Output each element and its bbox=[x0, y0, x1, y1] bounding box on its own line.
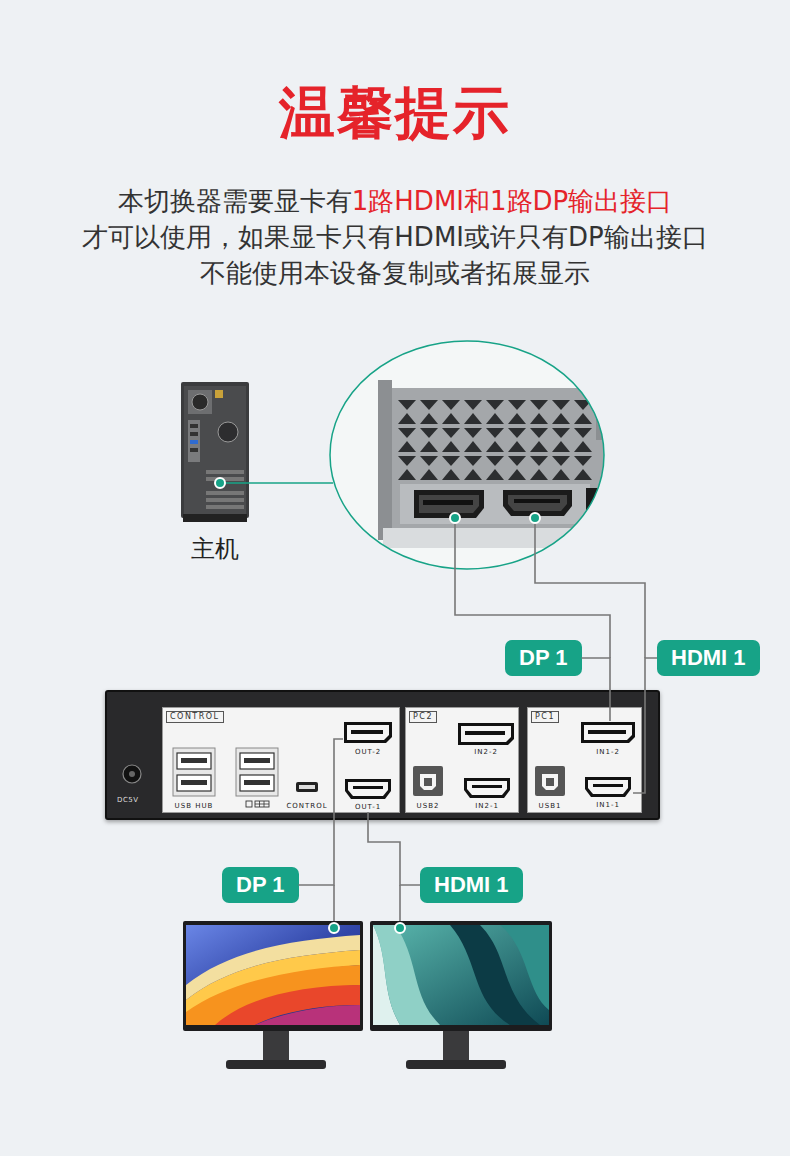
panel-tab: PC2 bbox=[409, 711, 437, 723]
port-panel: PC2IN2-2USB2 IN2-1 bbox=[405, 707, 519, 813]
port-label: IN2-1 bbox=[475, 802, 499, 811]
pc-tower bbox=[181, 382, 249, 522]
cable bbox=[334, 518, 645, 928]
hdmi-port: IN1-1 bbox=[583, 776, 633, 810]
port-panel: PC1IN1-2IN1-1USB1 bbox=[527, 707, 642, 813]
note-line: 不能使用本设备复制或者拓展显示 bbox=[0, 256, 790, 290]
title: 温馨提示 bbox=[0, 78, 790, 148]
badge-text: DP 1 bbox=[519, 640, 568, 676]
panel-tab: CONTROL bbox=[166, 711, 224, 723]
signal-badge: DP 1 bbox=[505, 640, 582, 676]
badge-text: HDMI 1 bbox=[434, 867, 509, 903]
port-label: IN1-1 bbox=[575, 801, 641, 810]
note-line: 本切换器需要显卡有1路HDMI和1路DP输出接口 bbox=[0, 184, 790, 218]
dp-port: IN1-2 bbox=[580, 721, 636, 757]
note-text: 不能使用本设备复制或者拓展显示 bbox=[200, 258, 590, 288]
port-label: USB1 bbox=[539, 802, 562, 811]
power-label: DC5V bbox=[117, 796, 139, 805]
host-computer: 主机 bbox=[176, 378, 254, 570]
port-label: IN1-2 bbox=[572, 748, 644, 757]
signal-badge: DP 1 bbox=[222, 867, 299, 903]
port-icon bbox=[343, 721, 393, 745]
panel-tab: PC1 bbox=[531, 711, 559, 723]
note-text: 才可以使用，如果显卡只有HDMI或许只有DP输出接口 bbox=[82, 222, 707, 252]
port-label: IN2-2 bbox=[474, 748, 498, 757]
port-panel: CONTROLOUT-2OUT-1USB HUBCONTROL bbox=[162, 707, 400, 813]
signal-badge: HDMI 1 bbox=[657, 640, 760, 676]
kvm-switch: DC5VCONTROLOUT-2OUT-1USB HUBCONTROLPC2IN… bbox=[105, 690, 660, 820]
monitor bbox=[370, 921, 552, 1069]
port-icon bbox=[580, 721, 636, 745]
dp-port: OUT-2 bbox=[343, 721, 393, 757]
port-label: USB2 bbox=[417, 802, 440, 811]
marker-dot bbox=[215, 478, 225, 488]
host-label: 主机 bbox=[176, 534, 254, 564]
marker-dot bbox=[450, 513, 460, 523]
port-label: OUT-2 bbox=[335, 748, 401, 757]
port-label: OUT-1 bbox=[335, 803, 401, 812]
port-label: USB HUB bbox=[175, 802, 214, 811]
marker-dot bbox=[329, 923, 339, 933]
marker-dot bbox=[530, 513, 540, 523]
signal-badge: HDMI 1 bbox=[420, 867, 523, 903]
gpu-zoom bbox=[330, 340, 611, 570]
port-icon bbox=[583, 776, 633, 800]
note-line: 才可以使用，如果显卡只有HDMI或许只有DP输出接口 bbox=[0, 220, 790, 254]
badge-text: HDMI 1 bbox=[671, 640, 746, 676]
note-text: 本切换器需要显卡有 bbox=[118, 186, 352, 216]
port-icon bbox=[343, 778, 393, 802]
port-icons bbox=[406, 708, 518, 812]
port-label: CONTROL bbox=[286, 802, 327, 811]
hdmi-port: OUT-1 bbox=[343, 778, 393, 812]
monitor bbox=[183, 921, 363, 1069]
leader-line bbox=[220, 482, 333, 484]
marker-dot bbox=[395, 923, 405, 933]
cable-connector bbox=[368, 812, 420, 885]
badge-text: DP 1 bbox=[236, 867, 285, 903]
highlight-text: 1路HDMI和1路DP输出接口 bbox=[352, 186, 672, 216]
